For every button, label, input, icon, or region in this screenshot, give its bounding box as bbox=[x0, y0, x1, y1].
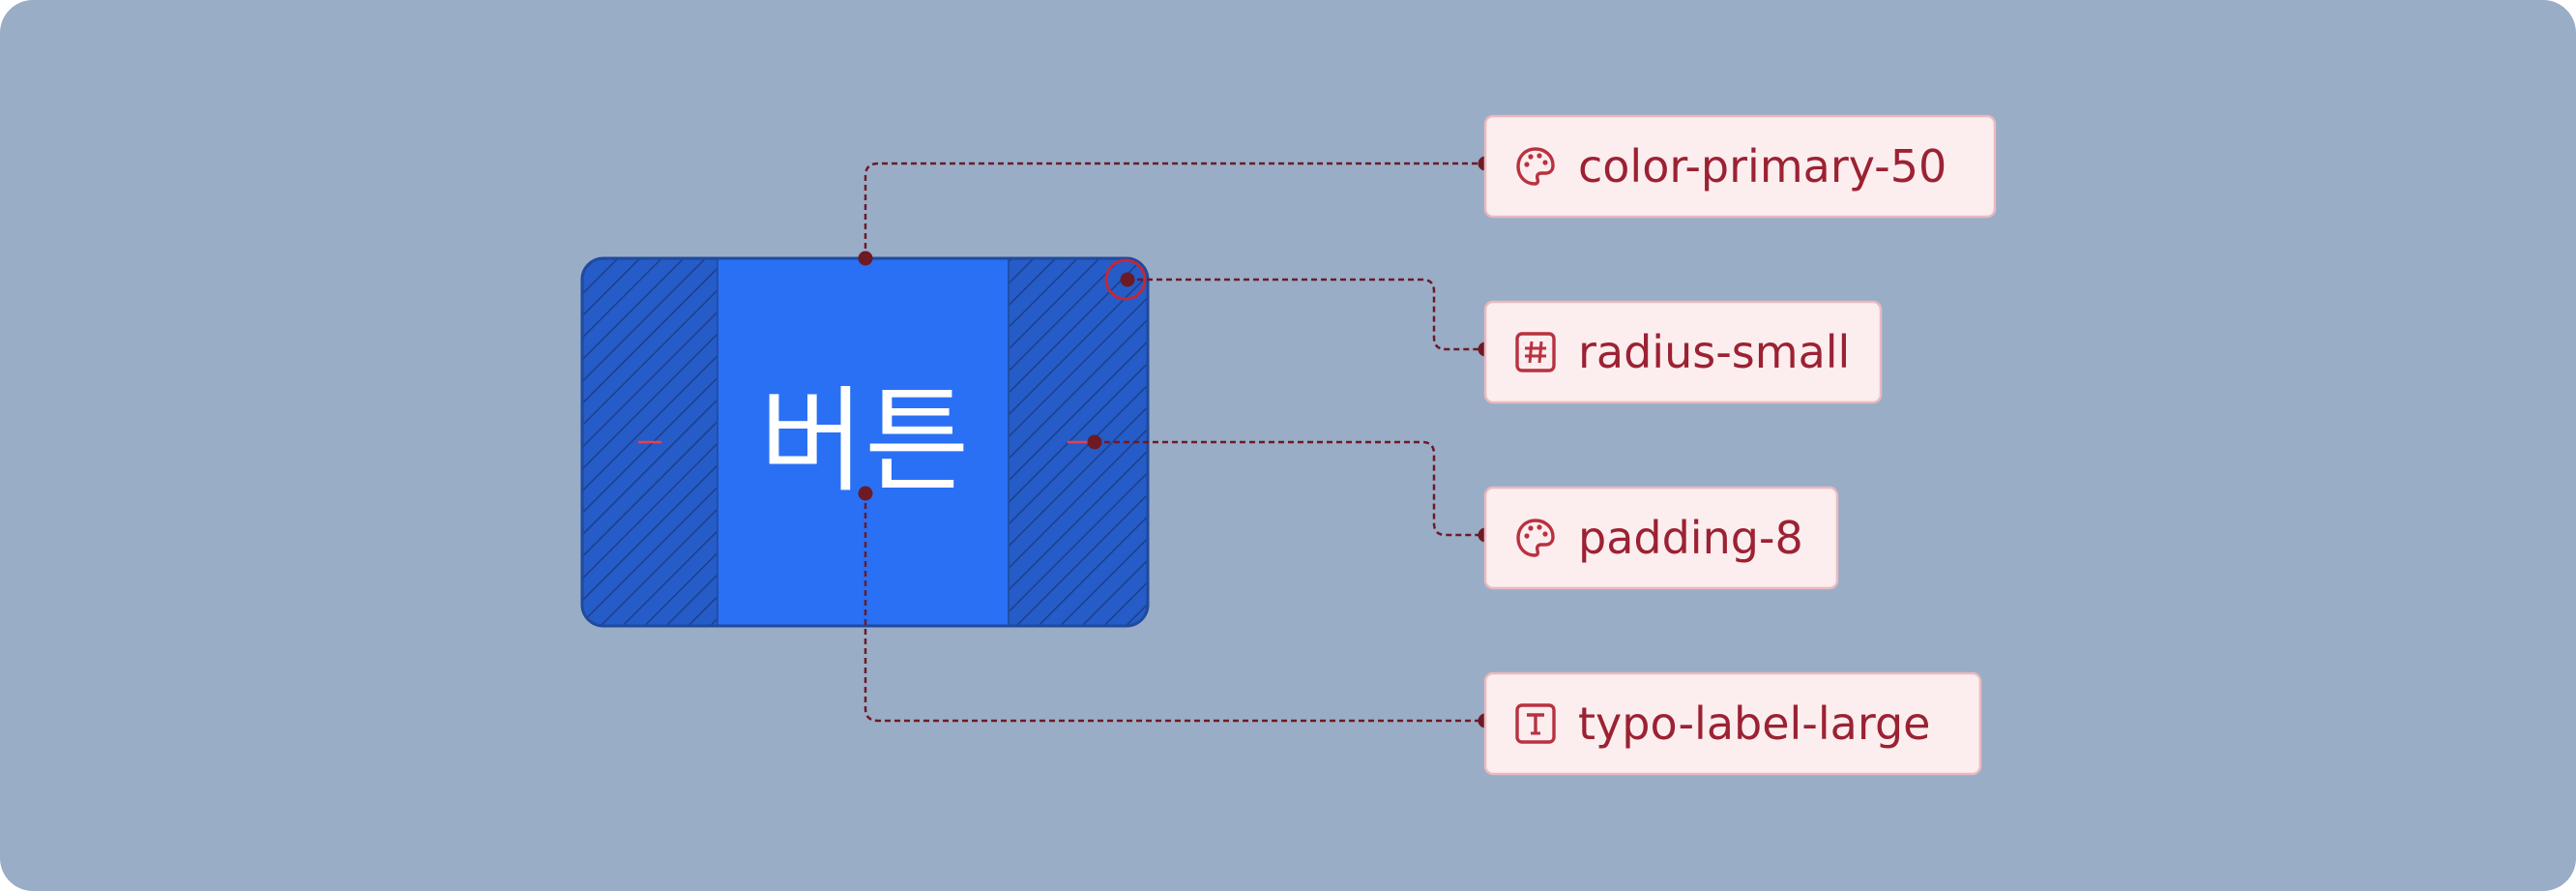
token-label: color-primary-50 bbox=[1578, 140, 1947, 193]
button-label: 버튼 bbox=[759, 374, 969, 508]
token-label: padding-8 bbox=[1578, 512, 1803, 564]
connector-radius bbox=[1127, 278, 1485, 351]
connector-color bbox=[864, 162, 1485, 258]
connector-typography bbox=[864, 493, 1485, 723]
connectors bbox=[864, 162, 1485, 723]
token-tag-color: color-primary-50 bbox=[1483, 114, 1997, 219]
token-label: radius-small bbox=[1578, 326, 1850, 378]
radius-indicator bbox=[1104, 258, 1147, 301]
token-tag-padding: padding-8 bbox=[1483, 486, 1839, 590]
token-tag-radius: radius-small bbox=[1483, 300, 1883, 404]
token-tag-typography: typo-label-large bbox=[1483, 671, 1982, 776]
token-label: typo-label-large bbox=[1578, 698, 1930, 750]
connector-padding bbox=[1095, 440, 1485, 537]
